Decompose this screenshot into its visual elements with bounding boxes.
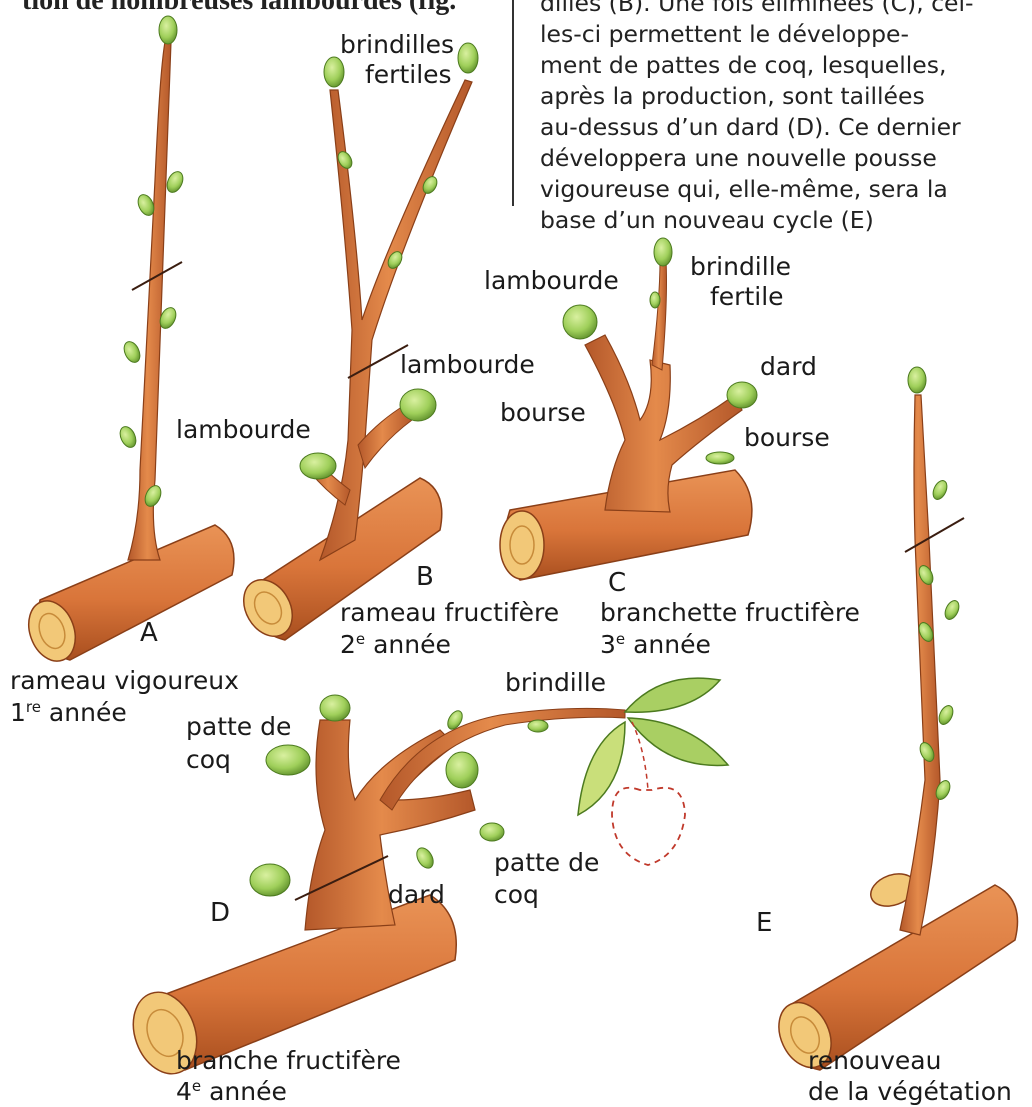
leaf-rosette-icon bbox=[300, 453, 336, 479]
fruit-outline-icon bbox=[612, 788, 685, 865]
bud-icon bbox=[121, 339, 143, 365]
label-brindille-c: brindille bbox=[690, 252, 791, 282]
leaf-rosette-icon bbox=[400, 389, 436, 421]
bud-icon bbox=[458, 43, 478, 73]
label-brindilles: brindilles bbox=[340, 30, 454, 60]
leaf-rosette-icon bbox=[727, 382, 757, 408]
caption-rest: année bbox=[625, 630, 711, 659]
label-dard-d: dard bbox=[388, 880, 445, 910]
bud-icon bbox=[117, 424, 139, 450]
label-lambourde-top: lambourde bbox=[400, 350, 535, 380]
figure-a-letter: A bbox=[140, 618, 158, 648]
figure-e-letter: E bbox=[756, 908, 772, 938]
figure-a-caption-line2: 1re année bbox=[10, 698, 127, 728]
leaf-rosette-icon bbox=[563, 305, 597, 339]
figure-b-drawing bbox=[234, 43, 478, 645]
figure-c-caption-line1: branchette fructifère bbox=[600, 598, 860, 628]
caption-rest: année bbox=[201, 1077, 287, 1106]
figure-e-drawing bbox=[769, 367, 1018, 1076]
label-bourse-right: bourse bbox=[744, 423, 830, 453]
label-bourse-left: bourse bbox=[500, 398, 586, 428]
bud-icon bbox=[942, 598, 961, 621]
figure-d-caption-line1: branche fructifère bbox=[176, 1046, 401, 1076]
bud-icon bbox=[480, 823, 504, 841]
caption-num: 1 bbox=[10, 698, 26, 727]
figure-e-caption-line1: renouveau bbox=[808, 1046, 941, 1076]
brindille-c bbox=[652, 260, 667, 370]
label-coq-right: coq bbox=[494, 880, 539, 910]
bud-icon bbox=[654, 238, 672, 266]
figure-b-caption-line2: 2e année bbox=[340, 630, 451, 660]
caption-num: 3 bbox=[600, 630, 616, 659]
caption-sup: re bbox=[26, 698, 41, 716]
bud-icon bbox=[413, 845, 436, 871]
bud-icon bbox=[324, 57, 344, 87]
figure-d-letter: D bbox=[210, 898, 230, 928]
bud-icon bbox=[930, 478, 949, 501]
leaf-icon bbox=[625, 678, 720, 712]
label-fertile-c: fertile bbox=[710, 282, 784, 312]
bud-icon bbox=[908, 367, 926, 393]
figure-b-letter: B bbox=[416, 562, 434, 592]
label-fertiles: fertiles bbox=[365, 60, 452, 90]
leaf-rosette-icon bbox=[266, 745, 310, 775]
caption-sup: e bbox=[356, 630, 365, 648]
bud-icon bbox=[936, 703, 955, 726]
bud-icon bbox=[159, 16, 177, 44]
label-lambourde-c: lambourde bbox=[484, 266, 619, 296]
bud-icon bbox=[650, 292, 660, 308]
figure-a-caption-line1: rameau vigoureux bbox=[10, 666, 239, 696]
pruning-cut-line bbox=[905, 518, 964, 552]
label-dard-c: dard bbox=[760, 352, 817, 382]
leaf-rosette-icon bbox=[320, 695, 350, 721]
figure-a-drawing bbox=[21, 16, 234, 668]
figure-c-caption-line2: 3e année bbox=[600, 630, 711, 660]
caption-num: 4 bbox=[176, 1077, 192, 1106]
bud-icon bbox=[528, 720, 548, 732]
label-patte-right: patte de bbox=[494, 848, 599, 878]
figure-b-caption-line1: rameau fructifère bbox=[340, 598, 559, 628]
leaf-icon bbox=[578, 722, 625, 815]
caption-sup: e bbox=[192, 1077, 201, 1095]
shoot-e bbox=[900, 395, 940, 935]
leaf-rosette-icon bbox=[446, 752, 478, 788]
bud-icon bbox=[164, 169, 186, 195]
caption-num: 2 bbox=[340, 630, 356, 659]
label-patte-left: patte de bbox=[186, 712, 291, 742]
label-coq-left: coq bbox=[186, 745, 231, 775]
caption-sup: e bbox=[616, 630, 625, 648]
label-lambourde-side: lambourde bbox=[176, 415, 311, 445]
label-brindille-d: brindille bbox=[505, 668, 606, 698]
bud-icon bbox=[706, 452, 734, 464]
figure-c-letter: C bbox=[608, 568, 626, 598]
caption-rest: année bbox=[41, 698, 127, 727]
cut-face-c bbox=[500, 511, 544, 579]
caption-rest: année bbox=[365, 630, 451, 659]
leaf-rosette-icon bbox=[250, 864, 290, 896]
shoot-a bbox=[128, 42, 171, 560]
